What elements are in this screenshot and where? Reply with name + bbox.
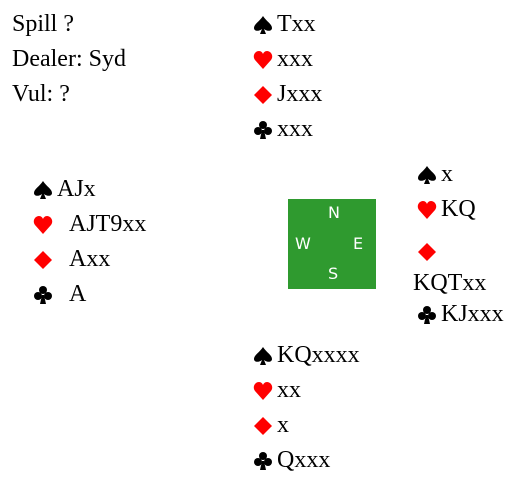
north-diamonds-holding: Jxxx xyxy=(277,81,323,107)
west-hearts-row: AJT9xx xyxy=(33,207,146,242)
north-hearts-row: xxx xyxy=(253,42,322,77)
east-spades-row: x xyxy=(417,157,476,192)
compass-table: N W E S xyxy=(288,199,376,289)
west-diamonds-row: Axx xyxy=(33,242,146,277)
north-spades-row: Txx xyxy=(253,7,322,42)
heart-icon xyxy=(253,381,277,401)
spade-icon xyxy=(253,346,277,366)
east-diamonds-row xyxy=(417,234,441,269)
west-spades-row: AJx xyxy=(33,172,146,207)
heart-icon xyxy=(33,215,69,235)
spade-icon xyxy=(253,15,277,35)
club-icon xyxy=(33,285,69,305)
heart-icon xyxy=(253,50,277,70)
club-icon xyxy=(253,451,277,471)
east-hearts-row: KQ xyxy=(417,192,476,227)
north-clubs-holding: xxx xyxy=(277,116,313,142)
compass-north: N xyxy=(328,203,340,222)
diamond-icon xyxy=(253,416,277,436)
dealer-label: Dealer: Syd xyxy=(12,46,126,72)
east-clubs-block: KJxxx xyxy=(417,297,504,332)
diamond-icon xyxy=(33,250,69,270)
club-icon xyxy=(253,120,277,140)
east-clubs-row: KJxxx xyxy=(417,297,504,332)
compass-west: W xyxy=(295,234,311,253)
compass-south: S xyxy=(328,264,339,283)
north-hearts-holding: xxx xyxy=(277,46,313,72)
east-spades-holding: x xyxy=(441,161,453,187)
diamond-icon xyxy=(417,242,441,262)
east-clubs-holding: KJxxx xyxy=(441,301,504,327)
north-diamonds-row: Jxxx xyxy=(253,77,322,112)
east-diamonds-holding: KQTxx xyxy=(413,270,487,296)
south-hand: KQxxxx xx x Qxxx xyxy=(253,338,360,478)
south-spades-holding: KQxxxx xyxy=(277,342,360,368)
south-clubs-row: Qxxx xyxy=(253,443,360,478)
east-hearts-holding: KQ xyxy=(441,196,476,222)
compass-east: E xyxy=(353,234,364,253)
west-hand: AJx AJT9xx Axx A xyxy=(33,172,146,312)
south-spades-row: KQxxxx xyxy=(253,338,360,373)
deal-number: Spill ? xyxy=(12,11,75,37)
south-clubs-holding: Qxxx xyxy=(277,447,331,473)
west-hearts-holding: AJT9xx xyxy=(69,211,147,237)
south-diamonds-holding: x xyxy=(277,412,289,438)
south-diamonds-row: x xyxy=(253,408,360,443)
south-hearts-row: xx xyxy=(253,373,360,408)
heart-icon xyxy=(417,200,441,220)
south-hearts-holding: xx xyxy=(277,377,301,403)
west-diamonds-holding: Axx xyxy=(69,246,111,272)
west-clubs-row: A xyxy=(33,277,146,312)
west-clubs-holding: A xyxy=(69,281,87,307)
diamond-icon xyxy=(253,85,277,105)
spade-icon xyxy=(417,165,441,185)
west-spades-holding: AJx xyxy=(57,176,96,202)
north-clubs-row: xxx xyxy=(253,112,322,147)
vulnerability-label: Vul: ? xyxy=(12,81,70,107)
north-hand: Txx xxx Jxxx xxx xyxy=(253,7,322,147)
east-hand: x KQ xyxy=(417,157,476,227)
club-icon xyxy=(417,305,441,325)
spade-icon xyxy=(33,180,57,200)
north-spades-holding: Txx xyxy=(277,11,316,37)
